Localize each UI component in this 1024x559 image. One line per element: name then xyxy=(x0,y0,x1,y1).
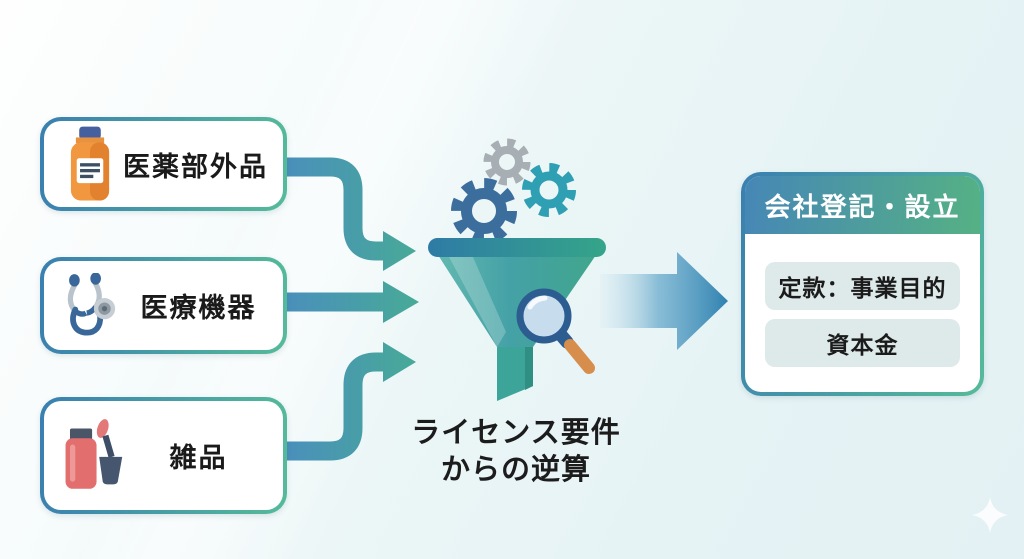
gear-gray-icon xyxy=(483,138,531,186)
source-box-inner: 医療機器 xyxy=(44,261,283,350)
process-caption: ライセンス要件 からの逆算 xyxy=(390,414,642,488)
source-box-quasi-drugs: 医薬部外品 xyxy=(40,117,287,211)
process-caption-line2: からの逆算 xyxy=(440,452,591,486)
medicine-bottle-icon xyxy=(62,125,118,203)
result-item: 定款：事業目的 xyxy=(765,262,960,310)
result-arrow xyxy=(600,252,728,350)
sparkle-icon xyxy=(972,497,1008,533)
arrow-top xyxy=(284,157,384,261)
source-box-sundries: 雑品 xyxy=(40,397,287,514)
source-box-inner: 雑品 xyxy=(44,401,283,510)
gear-teal-icon xyxy=(522,163,576,217)
source-arrowheads xyxy=(383,231,419,382)
source-label: 雑品 xyxy=(169,443,228,474)
stethoscope-icon xyxy=(62,272,124,339)
funnel-icon xyxy=(428,238,606,401)
result-box-inner: 会社登記・設立 定款：事業目的 資本金 xyxy=(745,176,980,392)
cosmetics-icon xyxy=(62,416,124,496)
result-title: 会社登記・設立 xyxy=(745,176,980,234)
gear-blue-icon xyxy=(451,178,517,244)
source-label: 医療機器 xyxy=(140,293,257,324)
arrow-bottom xyxy=(284,352,384,461)
result-box: 会社登記・設立 定款：事業目的 資本金 xyxy=(741,172,984,396)
process-caption-line1: ライセンス要件 xyxy=(411,415,621,449)
source-arrows xyxy=(284,157,384,461)
result-body: 定款：事業目的 資本金 xyxy=(745,234,980,392)
magnifier-icon xyxy=(516,288,595,374)
source-label: 医薬部外品 xyxy=(123,151,268,183)
result-item: 資本金 xyxy=(765,319,960,367)
source-box-medical-devices: 医療機器 xyxy=(40,257,287,354)
source-box-inner: 医薬部外品 xyxy=(44,121,283,207)
